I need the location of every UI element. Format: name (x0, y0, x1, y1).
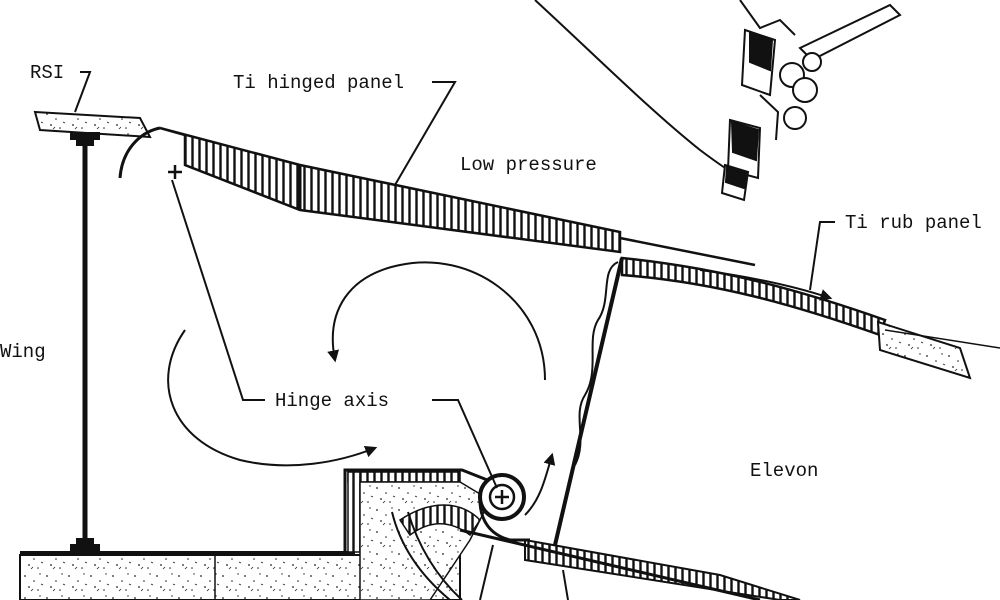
leader-ti-hinged-panel (394, 81, 457, 186)
rsi-upper-tile (33, 110, 152, 139)
leader-hinge-axis-right (432, 399, 498, 489)
orbiter-sketch (534, 0, 902, 202)
leader-bottom-b (562, 569, 569, 600)
label-rsi: RSI (30, 62, 65, 84)
cove-seal (343, 468, 501, 553)
flow-arrow-cove (524, 452, 556, 516)
flow-arrow-upper (327, 261, 546, 381)
flow-arrow-lower (167, 329, 378, 467)
elevon-structure (459, 256, 1000, 600)
label-elevon: Elevon (750, 460, 819, 482)
flow-arrows (167, 261, 833, 516)
flow-arrow-rub (699, 269, 833, 301)
label-ti-rub-panel: Ti rub panel (845, 212, 982, 234)
leader-hinge-axis-left (171, 179, 265, 401)
leader-rsi (74, 71, 92, 113)
elevon-front-spar (553, 257, 624, 546)
leader-lines (74, 71, 835, 600)
leader-bottom-a (479, 544, 494, 600)
label-ti-hinged-panel: Ti hinged panel (233, 72, 405, 94)
wing-structure (19, 110, 501, 600)
ti-hinged-panel (159, 126, 756, 267)
label-hinge-axis: Hinge axis (275, 390, 390, 412)
ti-rub-panel-shape (620, 256, 887, 337)
label-low-pressure: Low pressure (460, 154, 597, 176)
label-wing: Wing (0, 341, 46, 363)
leader-ti-rub-panel (809, 221, 835, 291)
